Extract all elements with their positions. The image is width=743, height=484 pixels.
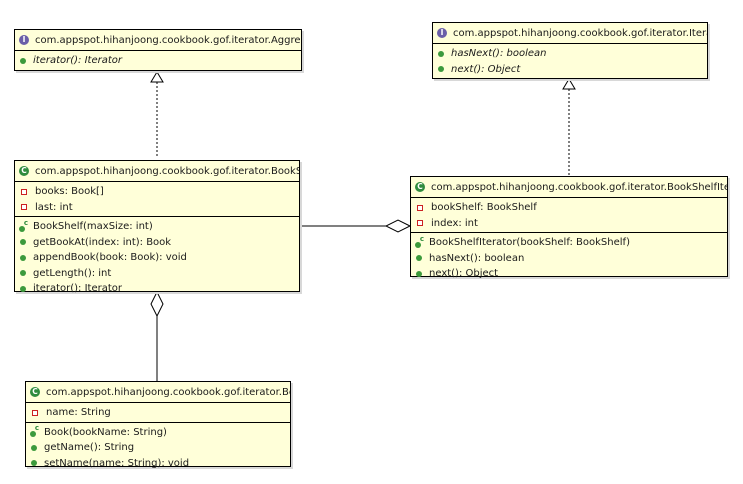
operation-row: hasNext(): boolean xyxy=(433,46,707,62)
operation-row: iterator(): Iterator xyxy=(15,281,299,297)
realization-arrowhead-aggregate xyxy=(150,71,164,83)
public-method-icon xyxy=(438,50,444,57)
operation-row: getName(): String xyxy=(26,440,290,456)
class-icon: C xyxy=(30,387,40,397)
attribute-label: books: Book[] xyxy=(35,186,104,198)
constructor-icon xyxy=(415,235,424,248)
operation-label: iterator(): Iterator xyxy=(33,283,123,295)
operation-label: appendBook(book: Book): void xyxy=(33,252,187,264)
iterator-operations: hasNext(): boolean next(): Object xyxy=(433,44,707,78)
operation-row: appendBook(book: Book): void xyxy=(15,250,299,266)
book-attributes: name: String xyxy=(26,403,290,423)
book-operations: Book(bookName: String) getName(): String… xyxy=(26,423,290,473)
bookshelf-class-box[interactable]: C com.appspot.hihanjoong.cookbook.gof.it… xyxy=(14,160,300,294)
attribute-row: books: Book[] xyxy=(15,184,299,200)
iterator-title: com.appspot.hihanjoong.cookbook.gof.iter… xyxy=(453,27,707,39)
operation-label: getBookAt(index: int): Book xyxy=(33,236,172,248)
book-header: C com.appspot.hihanjoong.cookbook.gof.it… xyxy=(26,382,290,403)
bookshelfiterator-header: C com.appspot.hihanjoong.cookbook.gof.it… xyxy=(411,177,727,198)
private-field-icon xyxy=(32,409,38,416)
interface-icon: I xyxy=(19,35,29,45)
bookshelf-attributes: books: Book[] last: int xyxy=(15,182,299,217)
interface-icon: I xyxy=(437,28,447,38)
attribute-row: bookShelf: BookShelf xyxy=(411,200,727,216)
public-method-icon xyxy=(438,66,444,73)
class-icon: C xyxy=(19,166,29,176)
public-method-icon xyxy=(31,460,37,467)
attribute-label: index: int xyxy=(431,217,478,229)
private-field-icon xyxy=(21,188,27,195)
operation-label: hasNext(): boolean xyxy=(451,48,547,60)
public-method-icon xyxy=(20,239,26,246)
constructor-label: BookShelf(maxSize: int) xyxy=(33,221,153,233)
constructor-row: Book(bookName: String) xyxy=(26,425,290,441)
aggregate-operations: iterator(): Iterator xyxy=(15,51,301,70)
bookshelfiterator-title: com.appspot.hihanjoong.cookbook.gof.iter… xyxy=(431,181,727,193)
public-method-icon xyxy=(31,444,37,451)
bookshelf-header: C com.appspot.hihanjoong.cookbook.gof.it… xyxy=(15,161,299,182)
operation-row: next(): Object xyxy=(433,62,707,78)
private-field-icon xyxy=(417,220,423,227)
attribute-label: bookShelf: BookShelf xyxy=(431,202,537,214)
public-method-icon xyxy=(20,270,26,277)
public-method-icon xyxy=(416,255,422,262)
public-method-icon xyxy=(20,254,26,261)
iterator-interface-box[interactable]: I com.appspot.hihanjoong.cookbook.gof.it… xyxy=(432,22,708,79)
realization-arrowhead-iterator xyxy=(562,78,576,90)
bookshelfiterator-operations: BookShelfIterator(bookShelf: BookShelf) … xyxy=(411,233,727,283)
operation-row: next(): Object xyxy=(411,266,727,282)
bookshelf-operations: BookShelf(maxSize: int) getBookAt(index:… xyxy=(15,217,299,298)
operation-label: setName(name: String): void xyxy=(44,457,190,469)
operation-row: iterator(): Iterator xyxy=(15,53,301,69)
attribute-row: index: int xyxy=(411,216,727,232)
operation-row: getLength(): int xyxy=(15,266,299,282)
operation-label: getName(): String xyxy=(44,442,135,454)
iterator-header: I com.appspot.hihanjoong.cookbook.gof.it… xyxy=(433,23,707,44)
operation-label: hasNext(): boolean xyxy=(429,252,525,264)
attribute-row: name: String xyxy=(26,405,290,421)
aggregate-interface-box[interactable]: I com.appspot.hihanjoong.cookbook.gof.it… xyxy=(14,29,302,71)
public-method-icon xyxy=(20,57,26,64)
operation-row: setName(name: String): void xyxy=(26,456,290,472)
public-method-icon xyxy=(20,285,26,292)
aggregation-diamond-bookshelfiterator xyxy=(384,219,412,233)
attribute-label: name: String xyxy=(46,407,111,419)
book-title: com.appspot.hihanjoong.cookbook.gof.iter… xyxy=(46,386,290,398)
operation-row: hasNext(): boolean xyxy=(411,251,727,267)
aggregation-diamond-bookshelf xyxy=(150,290,164,318)
aggregate-title: com.appspot.hihanjoong.cookbook.gof.iter… xyxy=(35,34,301,46)
constructor-label: BookShelfIterator(bookShelf: BookShelf) xyxy=(429,237,630,249)
constructor-row: BookShelfIterator(bookShelf: BookShelf) xyxy=(411,235,727,251)
constructor-row: BookShelf(maxSize: int) xyxy=(15,219,299,235)
operation-label: getLength(): int xyxy=(33,267,112,279)
operation-label: iterator(): Iterator xyxy=(33,55,123,67)
constructor-label: Book(bookName: String) xyxy=(44,426,167,438)
attribute-label: last: int xyxy=(35,201,73,213)
aggregate-header: I com.appspot.hihanjoong.cookbook.gof.it… xyxy=(15,30,301,51)
private-field-icon xyxy=(21,204,27,211)
private-field-icon xyxy=(417,204,423,211)
operation-label: next(): Object xyxy=(451,63,521,75)
bookshelf-title: com.appspot.hihanjoong.cookbook.gof.iter… xyxy=(35,165,299,177)
book-class-box[interactable]: C com.appspot.hihanjoong.cookbook.gof.it… xyxy=(25,381,291,469)
bookshelfiterator-class-box[interactable]: C com.appspot.hihanjoong.cookbook.gof.it… xyxy=(410,176,728,279)
attribute-row: last: int xyxy=(15,200,299,216)
class-icon: C xyxy=(415,182,425,192)
constructor-icon xyxy=(30,425,39,438)
bookshelfiterator-attributes: bookShelf: BookShelf index: int xyxy=(411,198,727,233)
public-method-icon xyxy=(416,270,422,277)
operation-row: getBookAt(index: int): Book xyxy=(15,235,299,251)
operation-label: next(): Object xyxy=(429,268,499,280)
constructor-icon xyxy=(19,219,28,232)
